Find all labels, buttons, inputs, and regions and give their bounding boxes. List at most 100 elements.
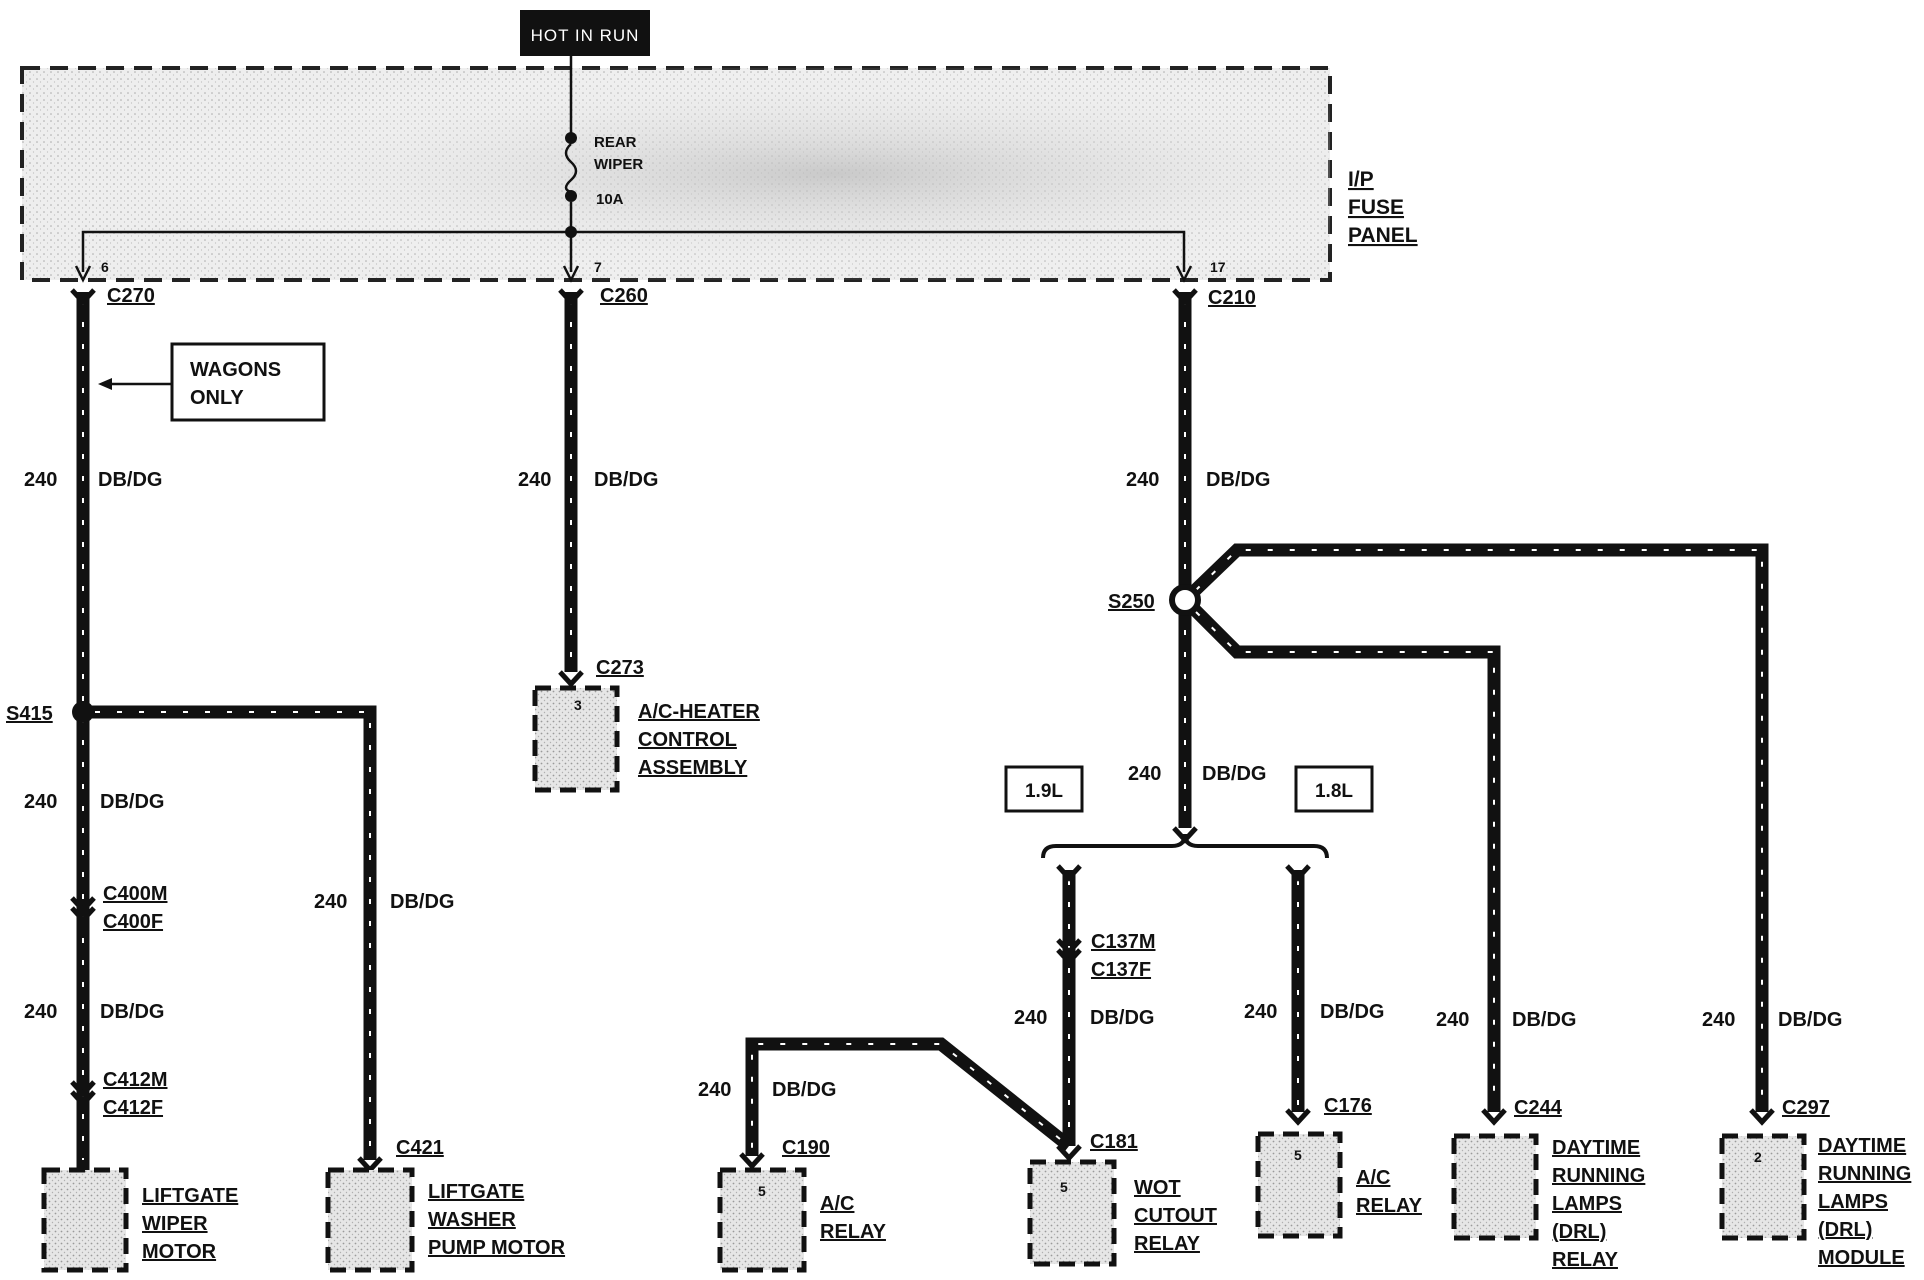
power-source: HOT IN RUN <box>520 10 650 56</box>
wire-color: DB/DG <box>1778 1009 1842 1031</box>
hot-in-run-label: HOT IN RUN <box>531 26 640 45</box>
wire-circuit: 240 <box>1702 1009 1735 1031</box>
wire-circuit: 240 <box>24 791 57 813</box>
connector-c190: C190 <box>782 1137 830 1159</box>
wire-color: DB/DG <box>1090 1007 1154 1029</box>
ac-heater-line1: A/C-HEATER <box>638 701 760 723</box>
connector-c137f: C137F <box>1091 959 1151 981</box>
wire-labels: 240 DB/DG 240 DB/DG 240 DB/DG 240 DB/DG … <box>24 469 1842 1101</box>
wagons-only-line2: ONLY <box>190 387 244 409</box>
wire-color: DB/DG <box>100 1001 164 1023</box>
ac-heater-control-assembly <box>532 685 620 793</box>
wagons-only-note <box>98 342 326 422</box>
drl-relay <box>1451 1133 1539 1241</box>
drl-module-line3: LAMPS <box>1818 1191 1888 1213</box>
connector-c421: C421 <box>396 1137 444 1159</box>
wire-circuit: 240 <box>1244 1001 1277 1023</box>
ac-relay-c176 <box>1255 1131 1343 1239</box>
engine-1-8l-label: 1.8L <box>1315 781 1353 802</box>
fuse-name-line1: REAR <box>594 134 637 151</box>
drl-module-line4: (DRL) <box>1818 1219 1872 1241</box>
fuse-panel-label-2: FUSE <box>1348 196 1404 219</box>
liftgate-washer-line2: WASHER <box>428 1209 516 1231</box>
connector-c176: C176 <box>1324 1095 1372 1117</box>
drl-relay-line3: LAMPS <box>1552 1193 1622 1215</box>
engine-option-bracket <box>1041 833 1329 859</box>
wire-circuit: 240 <box>1014 1007 1047 1029</box>
splice-s250 <box>1169 584 1201 616</box>
connector-c181: C181 <box>1090 1131 1138 1153</box>
connector-c244: C244 <box>1514 1097 1563 1119</box>
fuse-bus <box>74 226 1193 283</box>
drl-module-pin: 2 <box>1754 1149 1762 1165</box>
wire-color: DB/DG <box>390 891 454 913</box>
connector-c270: C270 <box>107 285 155 307</box>
drl-module-line5: MODULE <box>1818 1247 1905 1269</box>
liftgate-wiper-line3: MOTOR <box>142 1241 217 1263</box>
wot-relay-pin: 5 <box>1060 1179 1068 1195</box>
fuse-panel <box>20 66 1332 282</box>
connector-c210: C210 <box>1208 287 1256 309</box>
connector-c137m: C137M <box>1091 931 1155 953</box>
connector-c412f: C412F <box>103 1097 163 1119</box>
wire-circuit: 240 <box>518 469 551 491</box>
wire-color: DB/DG <box>594 469 658 491</box>
wire-circuit: 240 <box>698 1079 731 1101</box>
drl-module-line2: RUNNING <box>1818 1163 1911 1185</box>
wire-circuit: 240 <box>24 1001 57 1023</box>
wire-circuit: 240 <box>314 891 347 913</box>
drl-relay-line2: RUNNING <box>1552 1165 1645 1187</box>
connector-c400f: C400F <box>103 911 163 933</box>
wire-color: DB/DG <box>1512 1009 1576 1031</box>
pin-17: 17 <box>1210 259 1226 275</box>
pin-6: 6 <box>101 259 109 275</box>
wagons-only-line1: WAGONS <box>190 359 281 381</box>
wire-color: DB/DG <box>1202 763 1266 785</box>
drl-relay-line1: DAYTIME <box>1552 1137 1640 1159</box>
wire-circuit: 240 <box>1126 469 1159 491</box>
wot-cutout-relay <box>1027 1159 1117 1267</box>
connector-c400m: C400M <box>103 883 167 905</box>
liftgate-washer-line1: LIFTGATE <box>428 1181 524 1203</box>
liftgate-washer-line3: PUMP MOTOR <box>428 1237 566 1259</box>
wire-color: DB/DG <box>1320 1001 1384 1023</box>
engine-1-8l-box <box>1294 765 1374 813</box>
liftgate-wiper-line2: WIPER <box>142 1213 208 1235</box>
liftgate-wiper-motor <box>41 1167 129 1273</box>
wot-relay-line1: WOT <box>1134 1177 1181 1199</box>
splice-s250-label: S250 <box>1108 591 1155 613</box>
wire-color: DB/DG <box>98 469 162 491</box>
ac-heater-pin: 3 <box>574 697 582 713</box>
ac-relay-176-line1: A/C <box>1356 1167 1390 1189</box>
wire-circuit: 240 <box>24 469 57 491</box>
ac-relay-190-line1: A/C <box>820 1193 854 1215</box>
fuse-panel-label-3: PANEL <box>1348 224 1418 247</box>
engine-1-9l-label: 1.9L <box>1025 781 1063 802</box>
wire-circuit: 240 <box>1128 763 1161 785</box>
liftgate-washer-pump-motor <box>325 1167 415 1273</box>
wot-relay-line2: CUTOUT <box>1134 1205 1217 1227</box>
drl-relay-line5: RELAY <box>1552 1249 1619 1271</box>
ac-heater-line3: ASSEMBLY <box>638 757 748 779</box>
connector-c412m: C412M <box>103 1069 167 1091</box>
connector-c273: C273 <box>596 657 644 679</box>
fuse-panel-label-1: I/P <box>1348 168 1374 191</box>
liftgate-wiper-line1: LIFTGATE <box>142 1185 238 1207</box>
ac-relay-c190-pin: 5 <box>758 1183 766 1199</box>
ac-relay-190-line2: RELAY <box>820 1221 887 1243</box>
drl-relay-line4: (DRL) <box>1552 1221 1606 1243</box>
component-labels: A/C-HEATER CONTROL ASSEMBLY LIFTGATE WIP… <box>142 701 1911 1271</box>
pin-7: 7 <box>594 259 602 275</box>
wire-color: DB/DG <box>1206 469 1270 491</box>
connector-c297: C297 <box>1782 1097 1830 1119</box>
ac-relay-c176-pin: 5 <box>1294 1147 1302 1163</box>
wire-color: DB/DG <box>772 1079 836 1101</box>
splice-s415 <box>72 701 94 723</box>
ac-relay-176-line2: RELAY <box>1356 1195 1423 1217</box>
wires <box>76 292 1769 1170</box>
wire-color: DB/DG <box>100 791 164 813</box>
ac-heater-line2: CONTROL <box>638 729 737 751</box>
connector-c260: C260 <box>600 285 648 307</box>
drl-module-line1: DAYTIME <box>1818 1135 1906 1157</box>
